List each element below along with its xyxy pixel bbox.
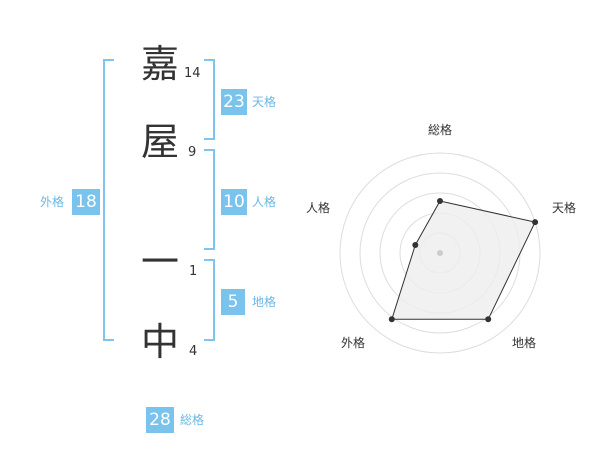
radar-polygon [391,200,536,320]
jinkaku-label: 人格 [252,195,277,209]
name-char-4: 中 [141,320,180,364]
chikaku-label: 地格 [252,295,277,309]
name-char-1: 嘉 [141,42,180,86]
radar-axis-label-jinkaku: 人格 [306,200,330,215]
radar-point [485,316,492,323]
name-char-3: 一 [141,240,180,284]
stroke-count-3: 1 [189,264,198,279]
chikaku-bracket [204,259,215,341]
soukaku-value: 28 [146,407,174,433]
radar-chart: 総格 天格 地格 外格 人格 [306,122,576,354]
gaikaku-value: 18 [72,189,100,215]
radar-center-dot [437,250,443,256]
stroke-count-2: 9 [188,145,197,160]
tenkaku-bracket [204,59,215,140]
radar-point [388,316,395,323]
soukaku-label: 総格 [180,413,205,427]
jinkaku-bracket [204,149,215,250]
radar-axis-label-soukaku: 総格 [428,122,452,137]
radar-point [532,219,539,226]
radar-axis-label-chikaku: 地格 [512,335,536,350]
radar-axis-label-gaikaku: 外格 [341,335,365,350]
gaikaku-bracket [103,59,114,341]
radar-ring [339,152,541,354]
tenkaku-value: 23 [221,89,247,115]
radar-points [388,198,539,323]
radar-point [412,242,419,248]
gaikaku-label: 外格 [40,195,65,209]
stroke-count-1: 14 [184,66,201,81]
chikaku-value: 5 [221,289,245,315]
stroke-count-4: 4 [189,344,198,359]
name-char-2: 屋 [141,120,180,164]
radar-axis-label-tenkaku: 天格 [552,200,576,215]
jinkaku-value: 10 [221,189,247,215]
radar-point [437,198,443,204]
tenkaku-label: 天格 [252,95,277,109]
